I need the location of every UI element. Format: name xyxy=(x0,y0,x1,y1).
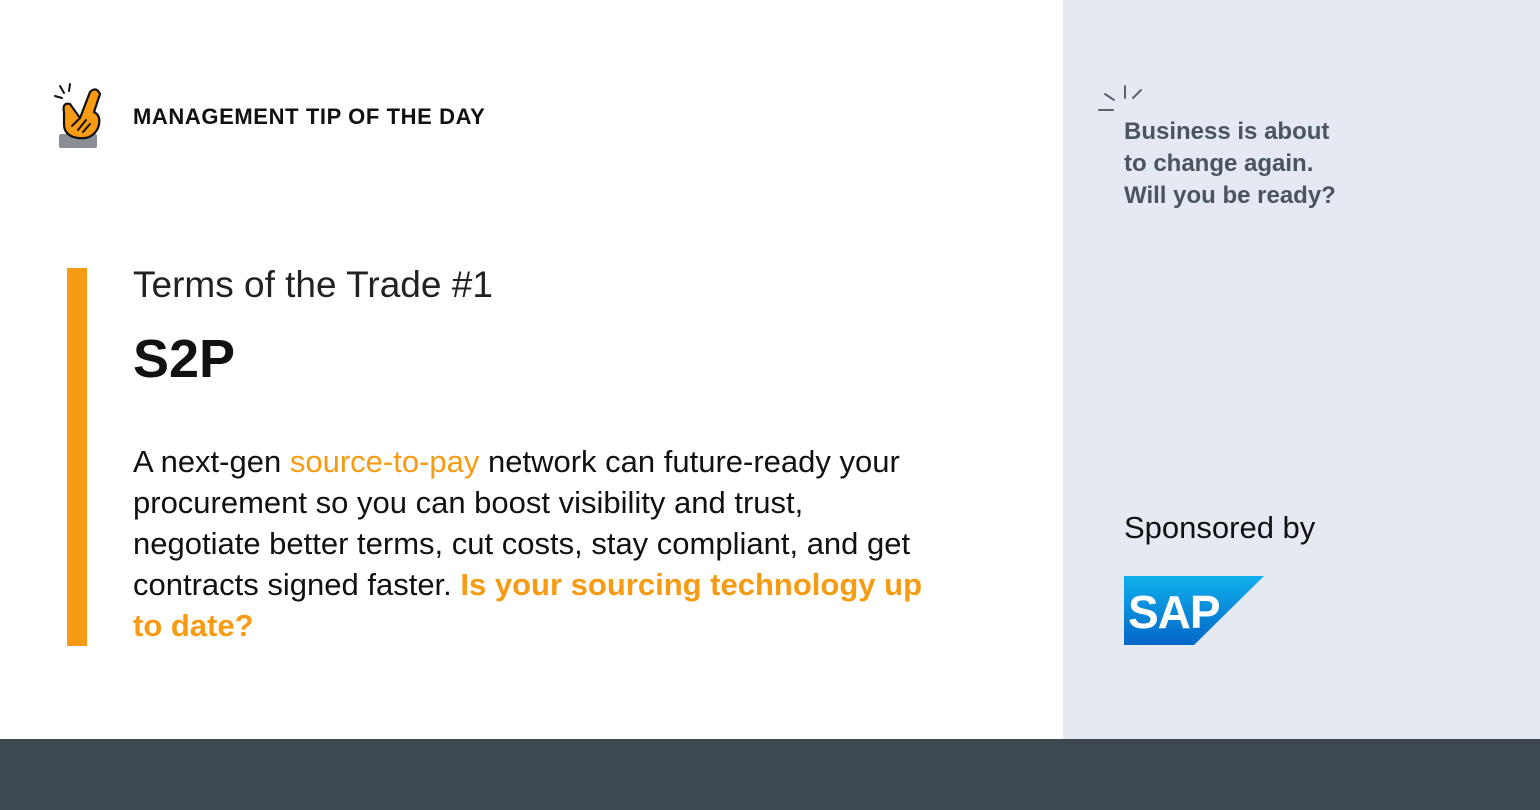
aside-message: Business is about to change again. Will … xyxy=(1124,116,1444,212)
sap-logo: SAP xyxy=(1124,576,1264,645)
footer-bar xyxy=(0,739,1540,810)
highlight-question: Is your sourcing technology up to date? xyxy=(133,567,923,643)
body-text-part1: A next-gen xyxy=(133,444,290,479)
series-title: Terms of the Trade #1 xyxy=(133,264,493,305)
snapping-hand-icon xyxy=(54,83,102,148)
burst-lines-icon xyxy=(1098,85,1142,111)
content-panel xyxy=(0,0,1063,739)
aside-line-1: Business is about xyxy=(1124,118,1330,145)
tip-heading: MANAGEMENT TIP OF THE DAY xyxy=(133,104,486,129)
highlight-term: source-to-pay xyxy=(289,444,480,479)
tip-body: A next-gen source-to-pay network can fut… xyxy=(133,441,923,646)
aside-line-2: to change again. xyxy=(1124,150,1314,177)
aside-line-3: Will you be ready? xyxy=(1124,182,1336,209)
accent-bar xyxy=(67,268,87,646)
sap-logo-text: SAP xyxy=(1128,586,1220,638)
term-title: S2P xyxy=(133,329,236,389)
body-text-part2: network can future-ready your procuremen… xyxy=(133,444,911,602)
sponsored-by-label: Sponsored by xyxy=(1124,510,1316,545)
